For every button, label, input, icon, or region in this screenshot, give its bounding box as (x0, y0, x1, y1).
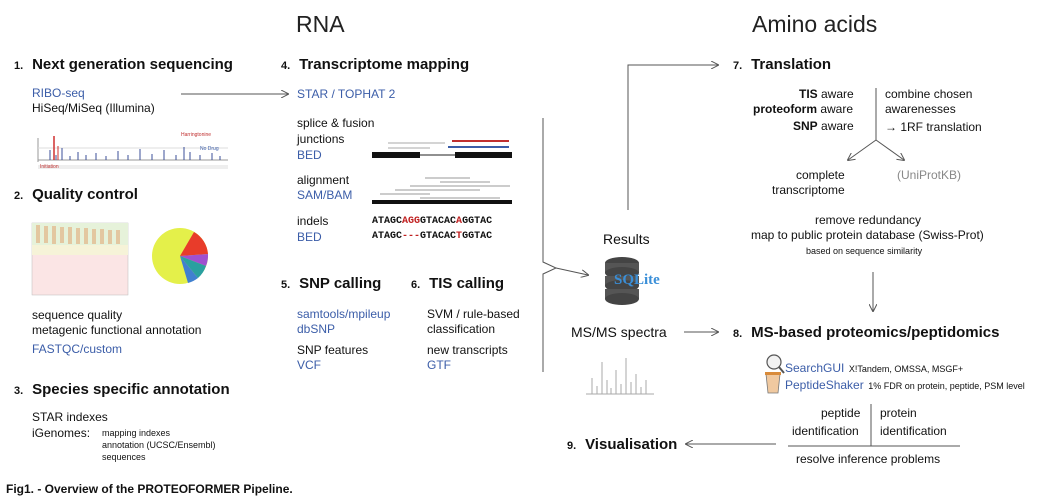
chart-label-harringtonine: Harringtonine (181, 132, 212, 138)
indels-label: indels (297, 214, 329, 228)
sequence-reference: ATAGCAGGGTACACAGGTAC (372, 216, 493, 227)
msms-spectrum (586, 358, 654, 395)
bracket-rna (542, 118, 558, 372)
snp-tool-2: dbSNP (297, 322, 336, 336)
peptideshaker-line: PeptideShaker 1% FDR on protein, peptide… (785, 378, 1025, 392)
redundancy-line-1: remove redundancy (815, 213, 922, 227)
proteoform-aware: proteoform aware (753, 102, 854, 116)
step-1: 1. Next generation sequencing (14, 56, 233, 73)
step-7-title: Translation (751, 56, 832, 73)
tis-line-2: classification (427, 322, 496, 336)
chart-label-nodrug: No Drug (200, 146, 219, 152)
step-9: 9. Visualisation (567, 436, 678, 453)
complete-line-2: transcriptome (772, 183, 845, 197)
sqlite-label: SQLite (614, 272, 660, 288)
searchgui-icon (766, 354, 785, 374)
step-9-title: Visualisation (585, 436, 678, 453)
sqlite-db-icon (605, 257, 639, 305)
redundancy-line-2: map to public protein database (Swiss-Pr… (751, 228, 984, 242)
step-1-title: Next generation sequencing (32, 56, 233, 73)
arrow-to-results (555, 267, 588, 275)
qc-tool: FASTQC/custom (32, 342, 123, 356)
qc-pie-chart (152, 228, 209, 284)
step-2-title: Quality control (32, 186, 138, 203)
snp-tool-1: samtools/mpileup (297, 307, 391, 321)
tis-aware: TIS aware (799, 87, 854, 101)
combine-line-1: combine chosen (885, 87, 973, 101)
step-4-title: Transcriptome mapping (299, 56, 470, 73)
complete-line-1: complete (796, 168, 845, 182)
step-2: 2. Quality control (14, 186, 138, 203)
igenomes: iGenomes: (32, 426, 91, 440)
alignment-diagram (372, 177, 512, 204)
protein-identification: identification (880, 424, 947, 438)
step-3: 3. Species specific annotation (14, 381, 230, 398)
snp-features: SNP features (297, 343, 369, 357)
igenomes-sub-1: mapping indexes (102, 428, 171, 438)
arrow-results-to-translation (627, 65, 718, 210)
step-3-title: Species specific annotation (32, 381, 230, 398)
qc-line-2: metagenic functional annotation (32, 323, 202, 337)
alignment-label: alignment (297, 173, 350, 187)
rna-header: RNA (296, 11, 345, 37)
alignment-format: SAM/BAM (297, 188, 353, 202)
resolve-inference: resolve inference problems (796, 452, 941, 466)
searchgui-line: SearchGUI X!Tandem, OMSSA, MSGF+ (785, 361, 964, 375)
tis-line-1: SVM / rule-based (427, 307, 520, 321)
igenomes-sub-2: annotation (UCSC/Ensembl) (102, 440, 216, 450)
hiseq-label: HiSeq/MiSeq (Illumina) (32, 101, 155, 115)
splice-label-2: junctions (297, 132, 345, 146)
peptide-label: peptide (821, 406, 861, 420)
rf-translation: → 1RF translation (885, 120, 982, 134)
step-4: 4. Transcriptome mapping (281, 56, 470, 73)
peptideshaker-icon (765, 372, 781, 394)
step-5-title: SNP calling (299, 275, 382, 292)
peptide-identification: identification (792, 424, 859, 438)
tis-line-3: new transcripts (427, 343, 508, 357)
ribo-seq-chart (37, 136, 228, 169)
step-8: 8. MS-based proteomics/peptidomics (733, 324, 1000, 341)
amino-acids-header: Amino acids (752, 11, 878, 37)
sequence-read: ATAGC---GTACACTGGTAC (372, 231, 493, 242)
chart-label-initiation: Initiation (40, 164, 59, 170)
igenomes-sub-3: sequences (102, 452, 146, 462)
ribo-seq-label: RIBO-seq (32, 86, 85, 100)
mapping-tool: STAR / TOPHAT 2 (297, 87, 396, 101)
redundancy-line-3: based on sequence similarity (806, 246, 923, 256)
qc-line-1: sequence quality (32, 308, 123, 322)
msms-label: MS/MS spectra (571, 324, 667, 340)
step-6: 6. TIS calling (411, 275, 505, 292)
snp-aware: SNP aware (793, 119, 854, 133)
qc-boxplot (31, 222, 129, 296)
step-7: 7. Translation (733, 56, 832, 73)
snp-format: VCF (297, 358, 321, 372)
indels-format: BED (297, 230, 322, 244)
results-label: Results (603, 231, 650, 247)
tis-format: GTF (427, 358, 451, 372)
uniprot-label: (UniProtKB) (897, 168, 962, 182)
protein-label: protein (880, 406, 917, 420)
step-8-title: MS-based proteomics/peptidomics (751, 324, 1000, 341)
splice-label-1: splice & fusion (297, 116, 375, 130)
figure-caption: Fig1. - Overview of the PROTEOFORMER Pip… (6, 482, 293, 496)
step-5: 5. SNP calling (281, 275, 382, 292)
splice-format: BED (297, 148, 322, 162)
splice-diagram (372, 140, 512, 158)
combine-line-2: awarenesses (885, 102, 956, 116)
step-6-title: TIS calling (429, 275, 505, 292)
star-indexes: STAR indexes (32, 410, 108, 424)
